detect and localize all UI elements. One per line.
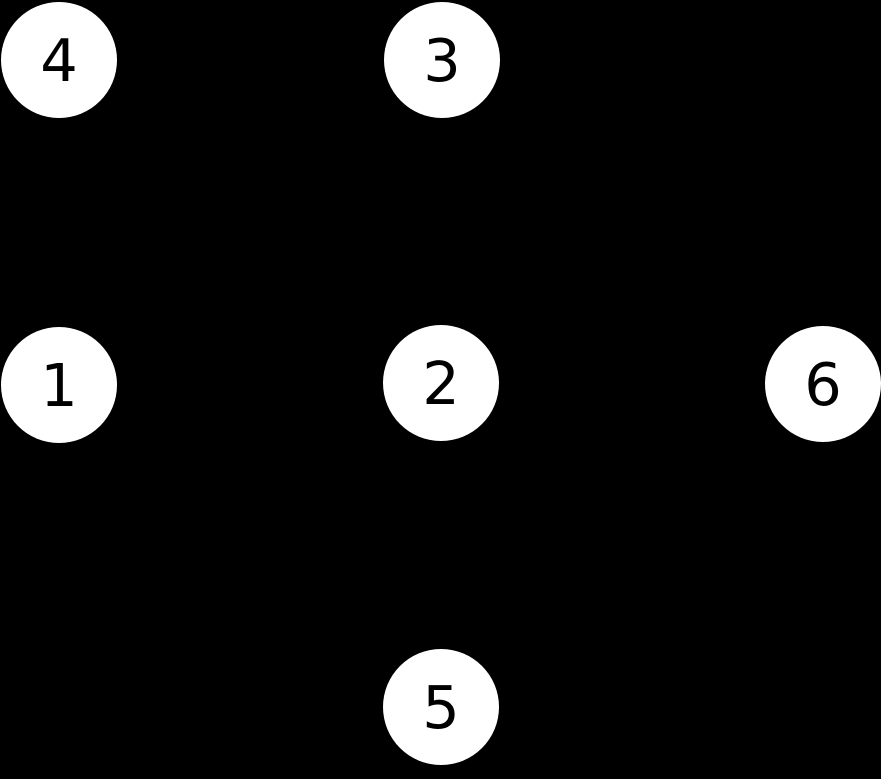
graph-node-6-label: 6 (804, 349, 842, 419)
graph-node-3: 3 (384, 2, 500, 118)
graph-node-4: 4 (1, 2, 117, 118)
graph-node-5-label: 5 (422, 672, 460, 742)
graph-node-5: 5 (383, 649, 499, 765)
graph-node-4-label: 4 (40, 25, 78, 95)
graph-node-3-label: 3 (423, 25, 461, 95)
graph-node-2: 2 (383, 325, 499, 441)
graph-node-2-label: 2 (422, 348, 460, 418)
graph-node-1: 1 (1, 327, 117, 443)
graph-node-1-label: 1 (40, 350, 78, 420)
graph-node-6: 6 (765, 326, 881, 442)
